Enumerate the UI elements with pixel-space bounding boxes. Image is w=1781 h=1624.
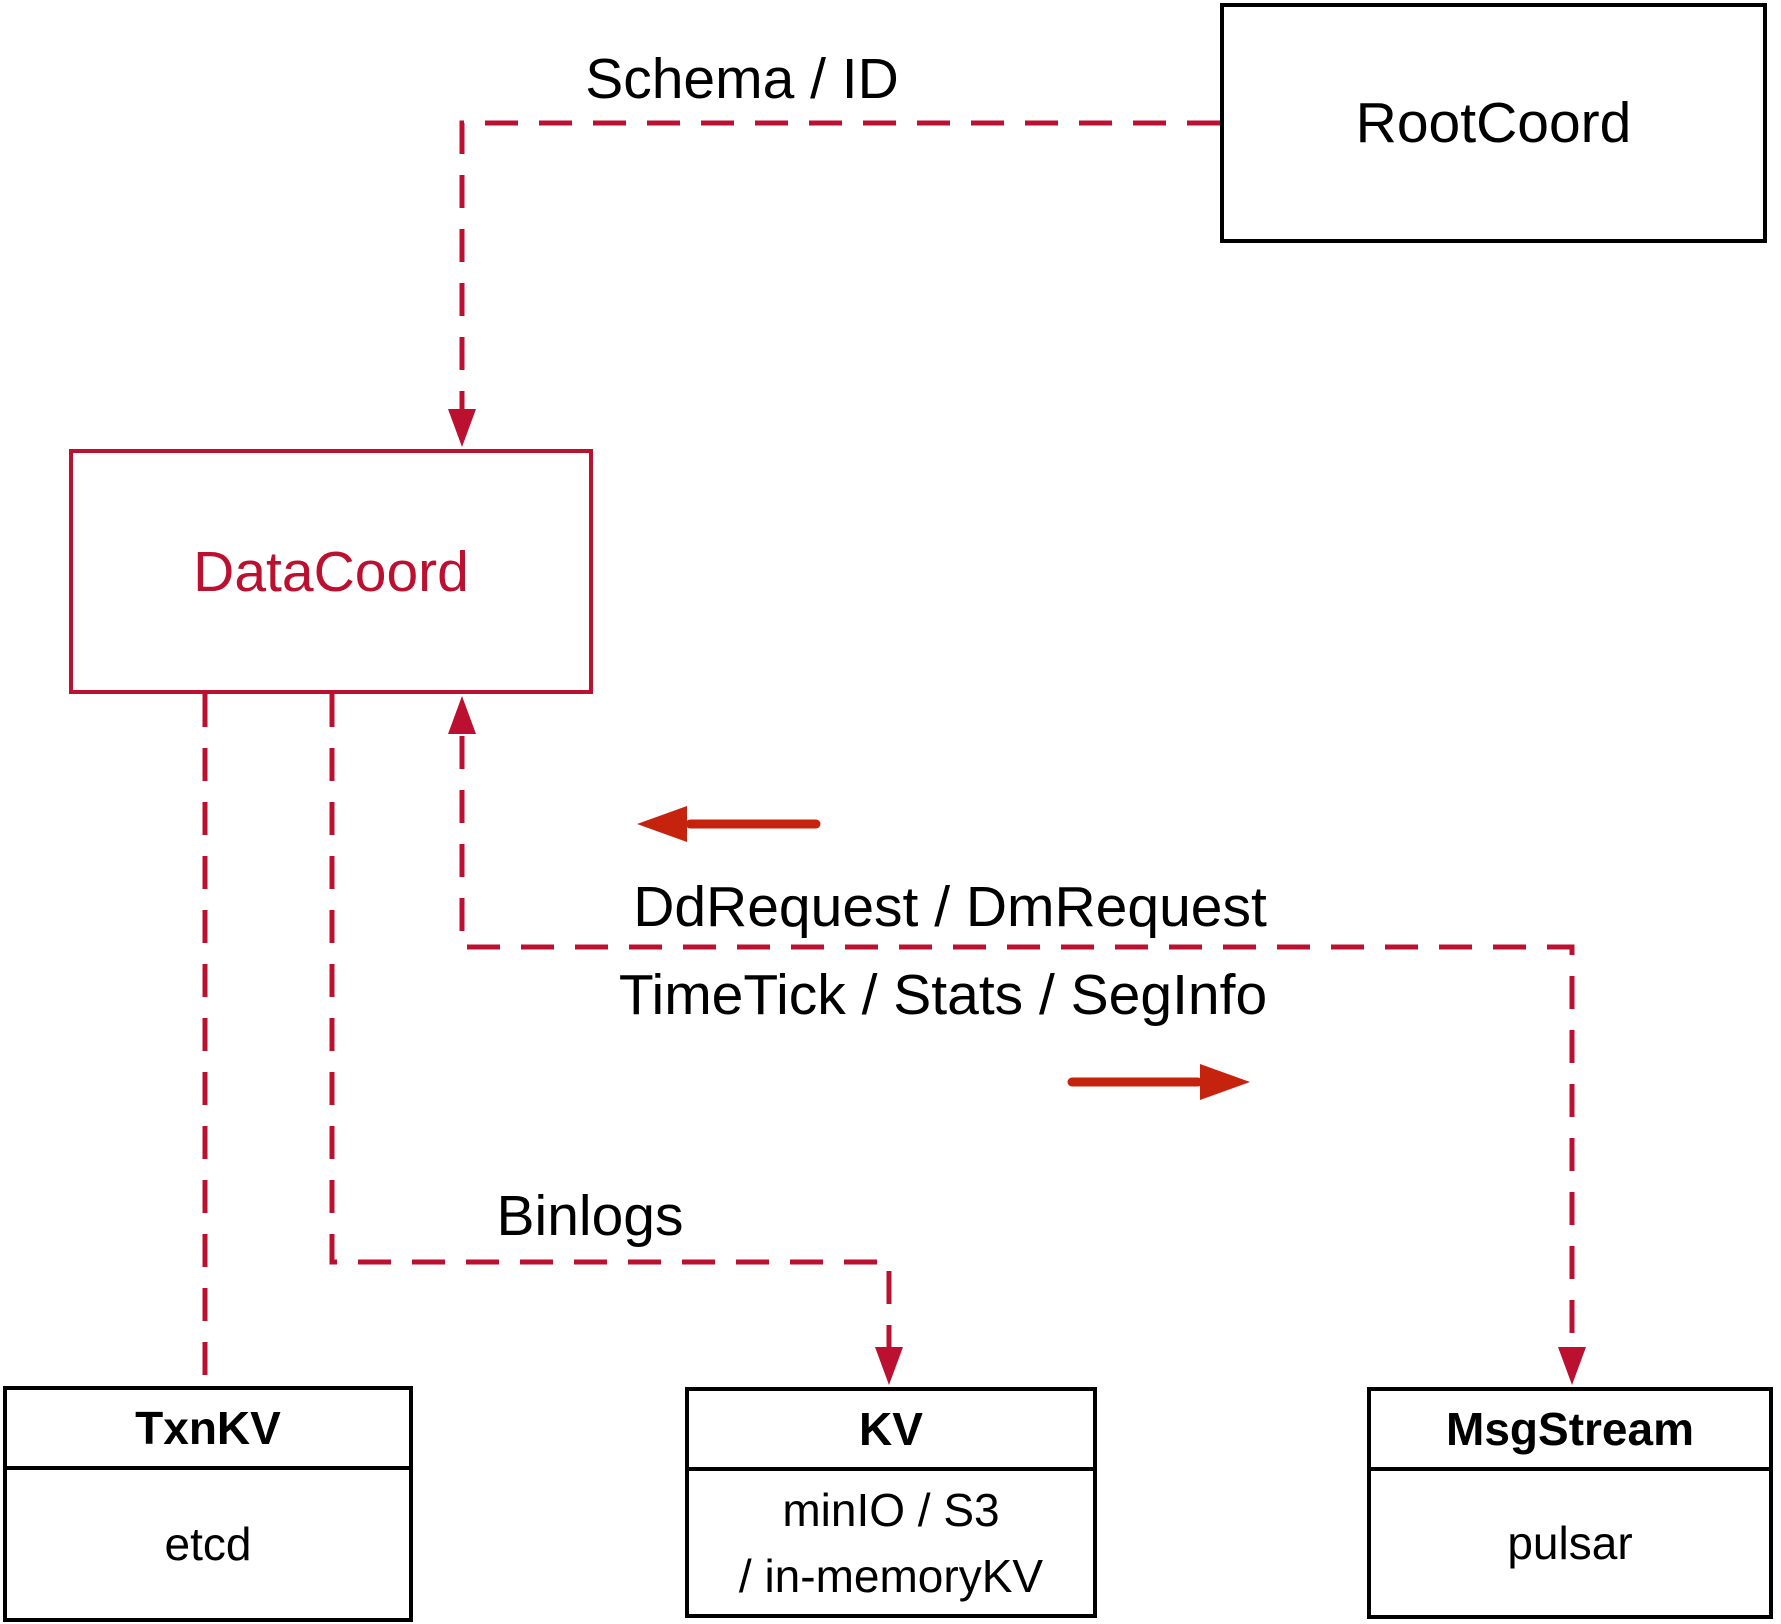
edge-binlogs <box>329 694 892 1347</box>
arrowhead-up-into-datacoord <box>448 696 476 734</box>
txnkv-body: etcd <box>164 1518 252 1570</box>
edge-label-schema-id: Schema / ID <box>585 47 899 111</box>
edge-schema-id <box>459 120 1220 409</box>
edge-ddrequest-timetick <box>459 736 1575 1347</box>
node-kv: KV minIO / S3 / in-memoryKV <box>685 1387 1097 1618</box>
node-txnkv: TxnKV etcd <box>3 1386 413 1622</box>
arrowhead-down-into-kv <box>875 1347 903 1385</box>
txnkv-title: TxnKV <box>7 1390 409 1470</box>
kv-body-line2: / in-memoryKV <box>738 1549 1044 1602</box>
arrowhead-down-into-msgstream <box>1558 1347 1586 1385</box>
msgstream-title: MsgStream <box>1371 1391 1769 1471</box>
edge-label-timetick-stats-seginfo: TimeTick / Stats / SegInfo <box>618 963 1268 1027</box>
kv-body-line1: minIO / S3 <box>782 1483 1000 1536</box>
left-direction-arrow-head <box>637 806 687 842</box>
edge-label-binlogs: Binlogs <box>496 1184 684 1248</box>
msgstream-body: pulsar <box>1507 1517 1633 1569</box>
kv-title: KV <box>689 1391 1093 1471</box>
kv-body: minIO / S3 / in-memoryKV <box>689 1471 1093 1614</box>
node-rootcoord: RootCoord <box>1220 3 1767 243</box>
rootcoord-label: RootCoord <box>1355 91 1632 155</box>
node-msgstream: MsgStream pulsar <box>1367 1387 1773 1619</box>
arrowhead-down-into-datacoord <box>448 409 476 447</box>
edge-label-ddrequest-dmrequest: DdRequest / DmRequest <box>633 875 1267 939</box>
node-datacoord: DataCoord <box>69 449 593 694</box>
datacoord-label: DataCoord <box>193 539 469 604</box>
right-direction-arrow-head <box>1200 1064 1250 1100</box>
